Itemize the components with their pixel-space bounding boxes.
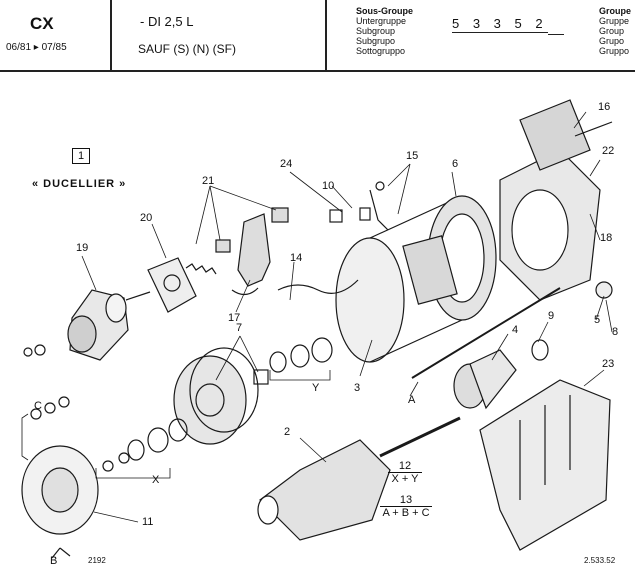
callout-18: 18 [600, 232, 613, 244]
commutator-end-housing-part [499, 99, 613, 301]
subgroup-labels: Sous-Groupe Untergruppe Subgroup Subgrup… [356, 6, 413, 56]
formula-13: 13 A + B + C [380, 494, 432, 519]
solenoid-part [23, 289, 151, 361]
callout-15: 15 [406, 150, 419, 162]
group-label-en: Group [599, 26, 625, 36]
callout-x: X [152, 474, 160, 486]
callout-4: 4 [512, 324, 519, 336]
subgroup-label-de: Untergruppe [356, 16, 407, 26]
callout-10: 10 [322, 180, 335, 192]
callout-21: 21 [202, 175, 215, 187]
page-reference: 2.533.52 [584, 556, 616, 565]
callout-3: 3 [354, 382, 361, 394]
variant-line: SAUF (S) (N) (SF) [138, 42, 236, 56]
drive-end-housing-part [173, 347, 259, 445]
callout-a: A [408, 394, 416, 406]
callout-7: 7 [236, 322, 243, 334]
formula-13-expr: A + B + C [380, 506, 432, 519]
model-name: CX [30, 14, 54, 33]
callout-y: Y [312, 382, 320, 394]
callout-17: 17 [228, 312, 241, 324]
subgroup-label-es: Subgrupo [356, 36, 396, 46]
callout-20: 20 [140, 212, 153, 224]
subgroup-label-fr: Sous-Groupe [356, 6, 414, 16]
formula-12-expr: X + Y [388, 472, 422, 485]
callout-2: 2 [284, 426, 291, 438]
callout-6: 6 [452, 158, 459, 170]
callout-23: 23 [602, 358, 615, 370]
callout-11: 11 [142, 516, 154, 528]
formula-12-number: 12 [398, 460, 412, 472]
fork-lever-part [237, 213, 271, 287]
group-code: 5 3 3 5 2 [452, 16, 548, 33]
group-label-de: Gruppe [599, 16, 630, 26]
model-dates: 06/81 ▸ 07/85 [6, 42, 67, 53]
engine-line: - DI 2,5 L [140, 14, 194, 29]
group-label-es: Grupo [599, 36, 625, 46]
callout-14: 14 [290, 252, 303, 264]
callout-16: 16 [598, 101, 611, 113]
callout-9: 9 [548, 310, 555, 322]
brand-label: « DUCELLIER » [32, 178, 127, 190]
callout-b: B [50, 555, 58, 567]
formula-12: 12 X + Y [388, 460, 422, 485]
armature-part [257, 416, 461, 541]
group-label-fr: Groupe [599, 6, 632, 16]
drawing-reference: 2192 [88, 556, 106, 565]
group-code-blank [548, 34, 564, 35]
formula-13-number: 13 [399, 494, 413, 506]
pinion-drive-part [453, 339, 549, 410]
stator-housing-part [335, 195, 497, 363]
subgroup-label-it: Sottogruppo [356, 46, 406, 56]
group-label-it: Gruppo [599, 46, 630, 56]
callout-19: 19 [76, 242, 89, 254]
callout-c: C [34, 400, 42, 412]
subgroup-label-en: Subgroup [356, 26, 396, 36]
callout-22: 22 [602, 145, 615, 157]
callout-8: 8 [612, 326, 619, 338]
end-cap-part [21, 445, 99, 559]
figure-number-box: 1 [72, 148, 90, 164]
mounting-plate-part [147, 257, 197, 313]
spring-part [185, 263, 217, 275]
callout-24: 24 [280, 158, 293, 170]
group-labels: Groupe Gruppe Group Grupo Gruppo [599, 6, 631, 56]
callout-5: 5 [594, 314, 601, 326]
